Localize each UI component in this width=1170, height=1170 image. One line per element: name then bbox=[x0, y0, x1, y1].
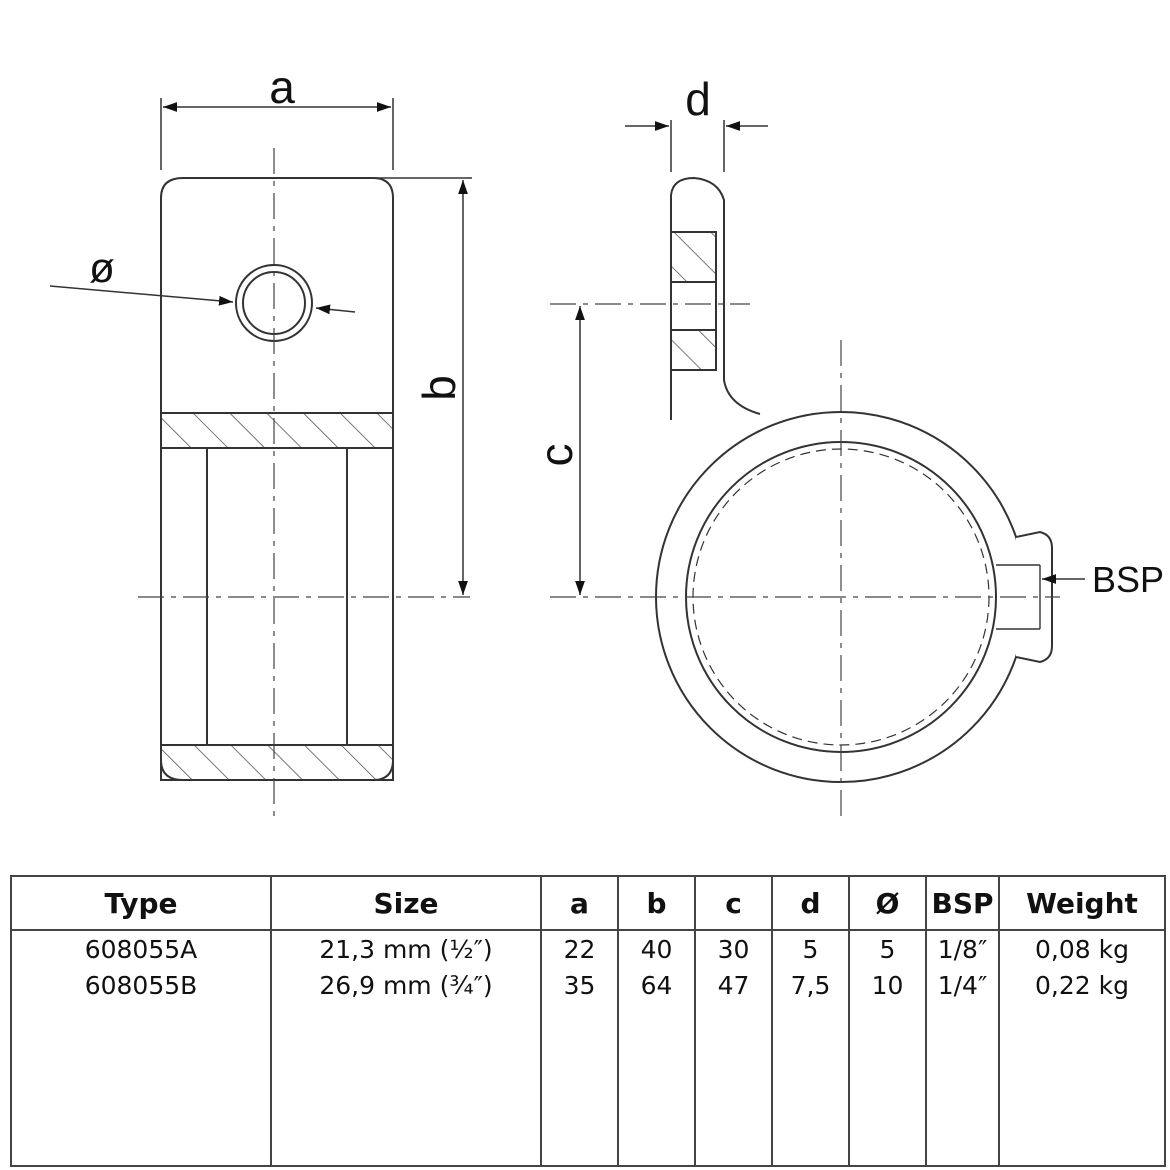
side-view bbox=[655, 176, 1053, 783]
cell-diameter: 5 bbox=[848, 930, 926, 967]
cell-d: 5 bbox=[771, 930, 849, 967]
table-filler-row bbox=[10, 1003, 1165, 1166]
spec-table: Type Size a b c d Ø BSP Weight 608055A 2… bbox=[10, 875, 1166, 1167]
technical-drawing: a b ø c bbox=[49, 61, 1164, 820]
cell-diameter: 10 bbox=[848, 967, 926, 1003]
label-diameter: ø bbox=[89, 244, 115, 291]
header-weight: Weight bbox=[998, 876, 1165, 931]
cell-a: 35 bbox=[540, 967, 618, 1003]
label-d: d bbox=[685, 73, 711, 125]
label-a: a bbox=[269, 61, 295, 113]
cell-size: 21,3 mm (½″) bbox=[270, 930, 541, 967]
hatch-top bbox=[160, 412, 394, 449]
cell-type: 608055A bbox=[10, 930, 271, 967]
cell-c: 47 bbox=[694, 967, 772, 1003]
cell-weight: 0,22 kg bbox=[998, 967, 1165, 1003]
front-view bbox=[160, 177, 394, 781]
cell-a: 22 bbox=[540, 930, 618, 967]
table-row: 608055B 26,9 mm (¾″) 35 64 47 7,5 10 1/4… bbox=[10, 967, 1165, 1003]
cell-b: 40 bbox=[617, 930, 695, 967]
cell-b: 64 bbox=[617, 967, 695, 1003]
header-size: Size bbox=[270, 876, 541, 931]
dimension-diameter bbox=[49, 285, 356, 315]
label-b: b bbox=[413, 375, 465, 401]
header-diameter: Ø bbox=[848, 876, 926, 931]
front-body-outline bbox=[160, 177, 394, 781]
header-c: c bbox=[694, 876, 772, 931]
table-header-row: Type Size a b c d Ø BSP Weight bbox=[10, 876, 1165, 931]
header-a: a bbox=[540, 876, 618, 931]
lug-hatch-bottom bbox=[670, 329, 717, 371]
header-bsp: BSP bbox=[925, 876, 999, 931]
header-type: Type bbox=[10, 876, 271, 931]
cell-bsp: 1/8″ bbox=[925, 930, 999, 967]
cell-c: 30 bbox=[694, 930, 772, 967]
lug-outline bbox=[670, 176, 761, 420]
header-b: b bbox=[617, 876, 695, 931]
cell-bsp: 1/4″ bbox=[925, 967, 999, 1003]
cell-size: 26,9 mm (¾″) bbox=[270, 967, 541, 1003]
label-bsp: BSP bbox=[1092, 559, 1164, 600]
cell-weight: 0,08 kg bbox=[998, 930, 1165, 967]
header-d: d bbox=[771, 876, 849, 931]
dimension-a bbox=[160, 98, 394, 170]
side-centerlines bbox=[550, 303, 1060, 820]
cell-type: 608055B bbox=[10, 967, 271, 1003]
table-row: 608055A 21,3 mm (½″) 22 40 30 5 5 1/8″ 0… bbox=[10, 930, 1165, 967]
label-c: c bbox=[530, 444, 582, 467]
dimension-b bbox=[375, 177, 472, 595]
front-centerlines bbox=[138, 148, 470, 820]
hatch-bottom bbox=[160, 744, 394, 781]
lug-hatch-top bbox=[670, 231, 717, 283]
dimension-d bbox=[625, 120, 768, 172]
cell-d: 7,5 bbox=[771, 967, 849, 1003]
